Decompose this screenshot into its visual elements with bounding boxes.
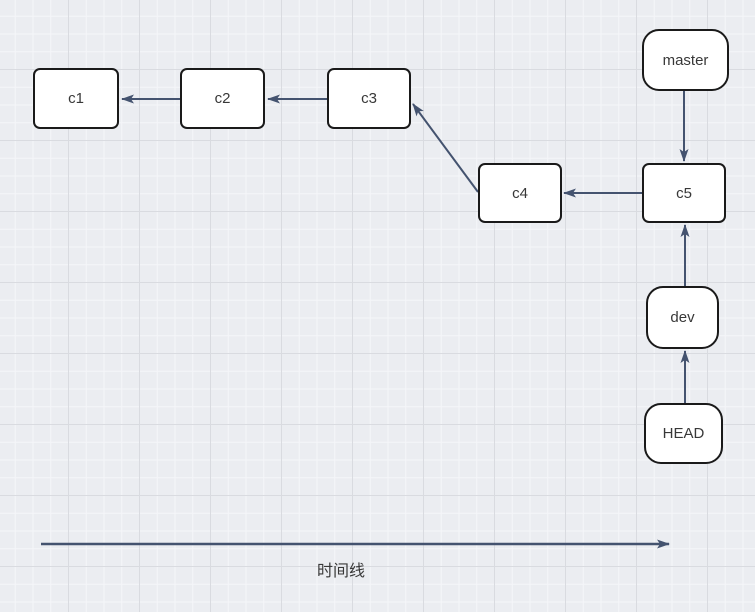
node-c3-label: c3 <box>361 90 377 107</box>
edge-c4-to-c3[interactable] <box>412 103 479 193</box>
node-c1-label: c1 <box>68 90 84 107</box>
node-c4[interactable]: c4 <box>478 163 562 223</box>
node-c5-label: c5 <box>676 184 692 202</box>
node-c4-label: c4 <box>512 184 528 202</box>
node-dev-branch[interactable]: dev <box>646 286 719 349</box>
node-c3[interactable]: c3 <box>327 68 411 129</box>
node-dev-label: dev <box>670 309 695 326</box>
node-master-label: master <box>662 51 709 69</box>
node-c2[interactable]: c2 <box>180 68 265 129</box>
node-c2-label: c2 <box>214 90 231 107</box>
node-c5[interactable]: c5 <box>642 163 726 223</box>
node-c1[interactable]: c1 <box>33 68 119 129</box>
node-master-branch[interactable]: master <box>642 29 729 91</box>
node-head-label: HEAD <box>662 425 705 442</box>
timeline-label[interactable]: 时间线 <box>316 563 365 580</box>
node-head-pointer[interactable]: HEAD <box>644 403 723 464</box>
